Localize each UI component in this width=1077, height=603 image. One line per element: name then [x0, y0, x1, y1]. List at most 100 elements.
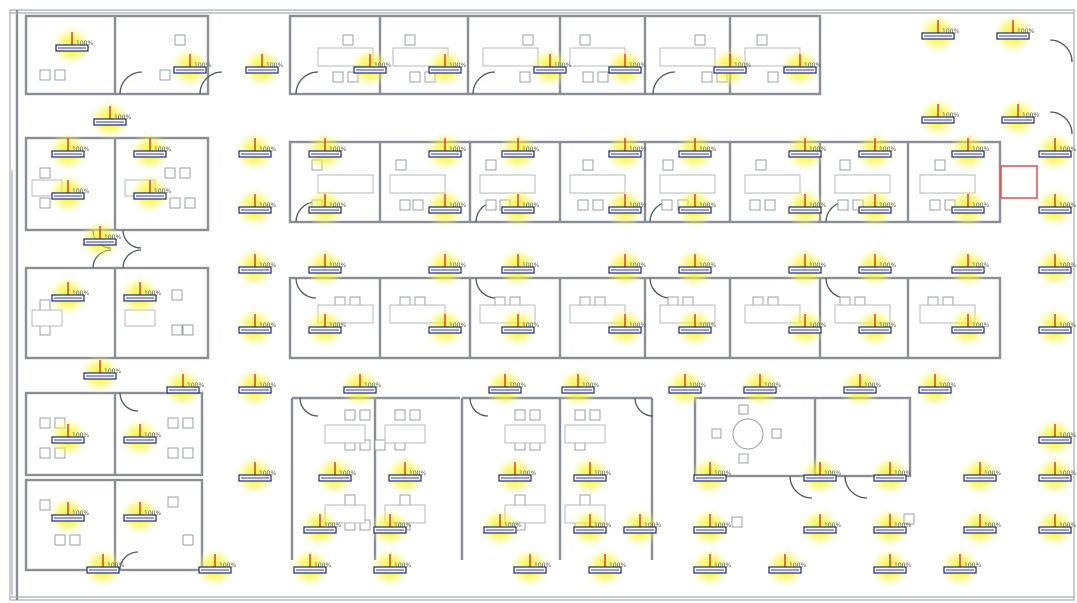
- chair: [579, 494, 591, 506]
- door-swing: [119, 71, 143, 95]
- chair: [39, 299, 51, 311]
- fixture-label: 100%: [394, 562, 411, 569]
- chair: [579, 34, 591, 46]
- light-fixture: 100%: [498, 188, 539, 228]
- chair: [39, 417, 51, 429]
- light-fixture: 100%: [948, 132, 989, 172]
- light-fixture: 100%: [948, 188, 989, 228]
- light-fixture: 100%: [350, 48, 391, 88]
- chair: [514, 409, 526, 421]
- chair: [54, 534, 66, 546]
- light-fixture: 100%: [48, 174, 89, 214]
- chair: [749, 199, 761, 211]
- door-swing: [295, 277, 317, 299]
- fixture-label: 100%: [187, 382, 204, 389]
- fixture-label: 100%: [699, 202, 716, 209]
- fixture-label: 100%: [409, 470, 426, 477]
- light-fixture: 100%: [385, 456, 426, 496]
- light-fixture: 100%: [305, 248, 346, 288]
- light-fixture: 100%: [235, 308, 276, 348]
- fixture-label: 100%: [809, 146, 826, 153]
- fixture-label: 100%: [107, 562, 124, 569]
- light-fixture: 100%: [300, 508, 341, 548]
- light-fixture: 100%: [235, 368, 276, 408]
- light-fixture: 100%: [570, 508, 611, 548]
- fixture-label: 100%: [699, 262, 716, 269]
- fixture-label: 100%: [1059, 262, 1076, 269]
- chair: [39, 447, 51, 459]
- light-fixture: 100%: [315, 456, 356, 496]
- light-fixture: 100%: [870, 548, 911, 588]
- light-fixture: 100%: [495, 456, 536, 496]
- fixture-label: 100%: [764, 382, 781, 389]
- fixture-label: 100%: [329, 262, 346, 269]
- light-fixture: 100%: [1035, 308, 1076, 348]
- fixture-label: 100%: [449, 262, 466, 269]
- light-fixture: 100%: [780, 48, 821, 88]
- building-outline: [9, 9, 1075, 601]
- fixture-label: 100%: [689, 382, 706, 389]
- chair: [171, 324, 183, 336]
- fixture-label: 100%: [144, 290, 161, 297]
- light-fixture: 100%: [120, 418, 161, 458]
- chair: [167, 496, 179, 508]
- light-fixture: 100%: [800, 508, 841, 548]
- light-fixture: 100%: [498, 132, 539, 172]
- chair: [167, 417, 179, 429]
- light-fixture: 100%: [480, 508, 521, 548]
- light-fixture: 100%: [1035, 508, 1076, 548]
- door-swing: [299, 397, 319, 417]
- fixture-label: 100%: [329, 202, 346, 209]
- light-fixture: 100%: [993, 14, 1034, 54]
- door-swing: [472, 71, 496, 95]
- desk: [659, 47, 716, 67]
- fixture-label: 100%: [879, 322, 896, 329]
- fixture-label: 100%: [972, 262, 989, 269]
- light-fixture: 100%: [425, 308, 466, 348]
- fixture-label: 100%: [972, 202, 989, 209]
- fixture-label: 100%: [1022, 112, 1039, 119]
- light-fixture: 100%: [510, 548, 551, 588]
- chair: [934, 159, 946, 171]
- chair: [577, 199, 589, 211]
- light-fixture: 100%: [130, 132, 171, 172]
- light-fixture: 100%: [855, 188, 896, 228]
- fixture-label: 100%: [144, 432, 161, 439]
- chair: [661, 199, 673, 211]
- fixture-label: 100%: [72, 432, 89, 439]
- fixture-label: 100%: [824, 470, 841, 477]
- fixture-label: 100%: [894, 522, 911, 529]
- fixture-label: 100%: [72, 510, 89, 517]
- light-fixture: 100%: [530, 48, 571, 88]
- fixture-label: 100%: [259, 262, 276, 269]
- fixture-label: 100%: [1059, 470, 1076, 477]
- fixture-label: 100%: [449, 62, 466, 69]
- fixture-label: 100%: [522, 262, 539, 269]
- fixture-label: 100%: [734, 62, 751, 69]
- light-fixtures: 100% 100% 100% 100% 100% 100% 100% 100% 100% 100%…: [48, 14, 1076, 588]
- door-swing: [844, 475, 868, 499]
- light-fixture: 100%: [690, 548, 731, 588]
- light-fixture: 100%: [498, 308, 539, 348]
- chair: [69, 534, 81, 546]
- fixture-label: 100%: [259, 382, 276, 389]
- fixture-label: 100%: [522, 146, 539, 153]
- door-swing: [789, 475, 813, 499]
- chair: [39, 69, 51, 81]
- door-swing: [825, 277, 847, 299]
- light-fixture: 100%: [605, 132, 646, 172]
- chair: [39, 499, 51, 511]
- light-fixture: 100%: [120, 276, 161, 316]
- light-fixture: 100%: [855, 308, 896, 348]
- fixture-label: 100%: [809, 262, 826, 269]
- fixture-label: 100%: [259, 322, 276, 329]
- fixture-label: 100%: [629, 146, 646, 153]
- light-fixture: 100%: [1035, 248, 1076, 288]
- door-swing: [475, 277, 497, 299]
- fixture-label: 100%: [522, 202, 539, 209]
- chair: [404, 34, 416, 46]
- door-swing: [1049, 39, 1073, 63]
- fixture-label: 100%: [72, 290, 89, 297]
- chair: [409, 71, 421, 83]
- light-fixture: 100%: [918, 98, 959, 138]
